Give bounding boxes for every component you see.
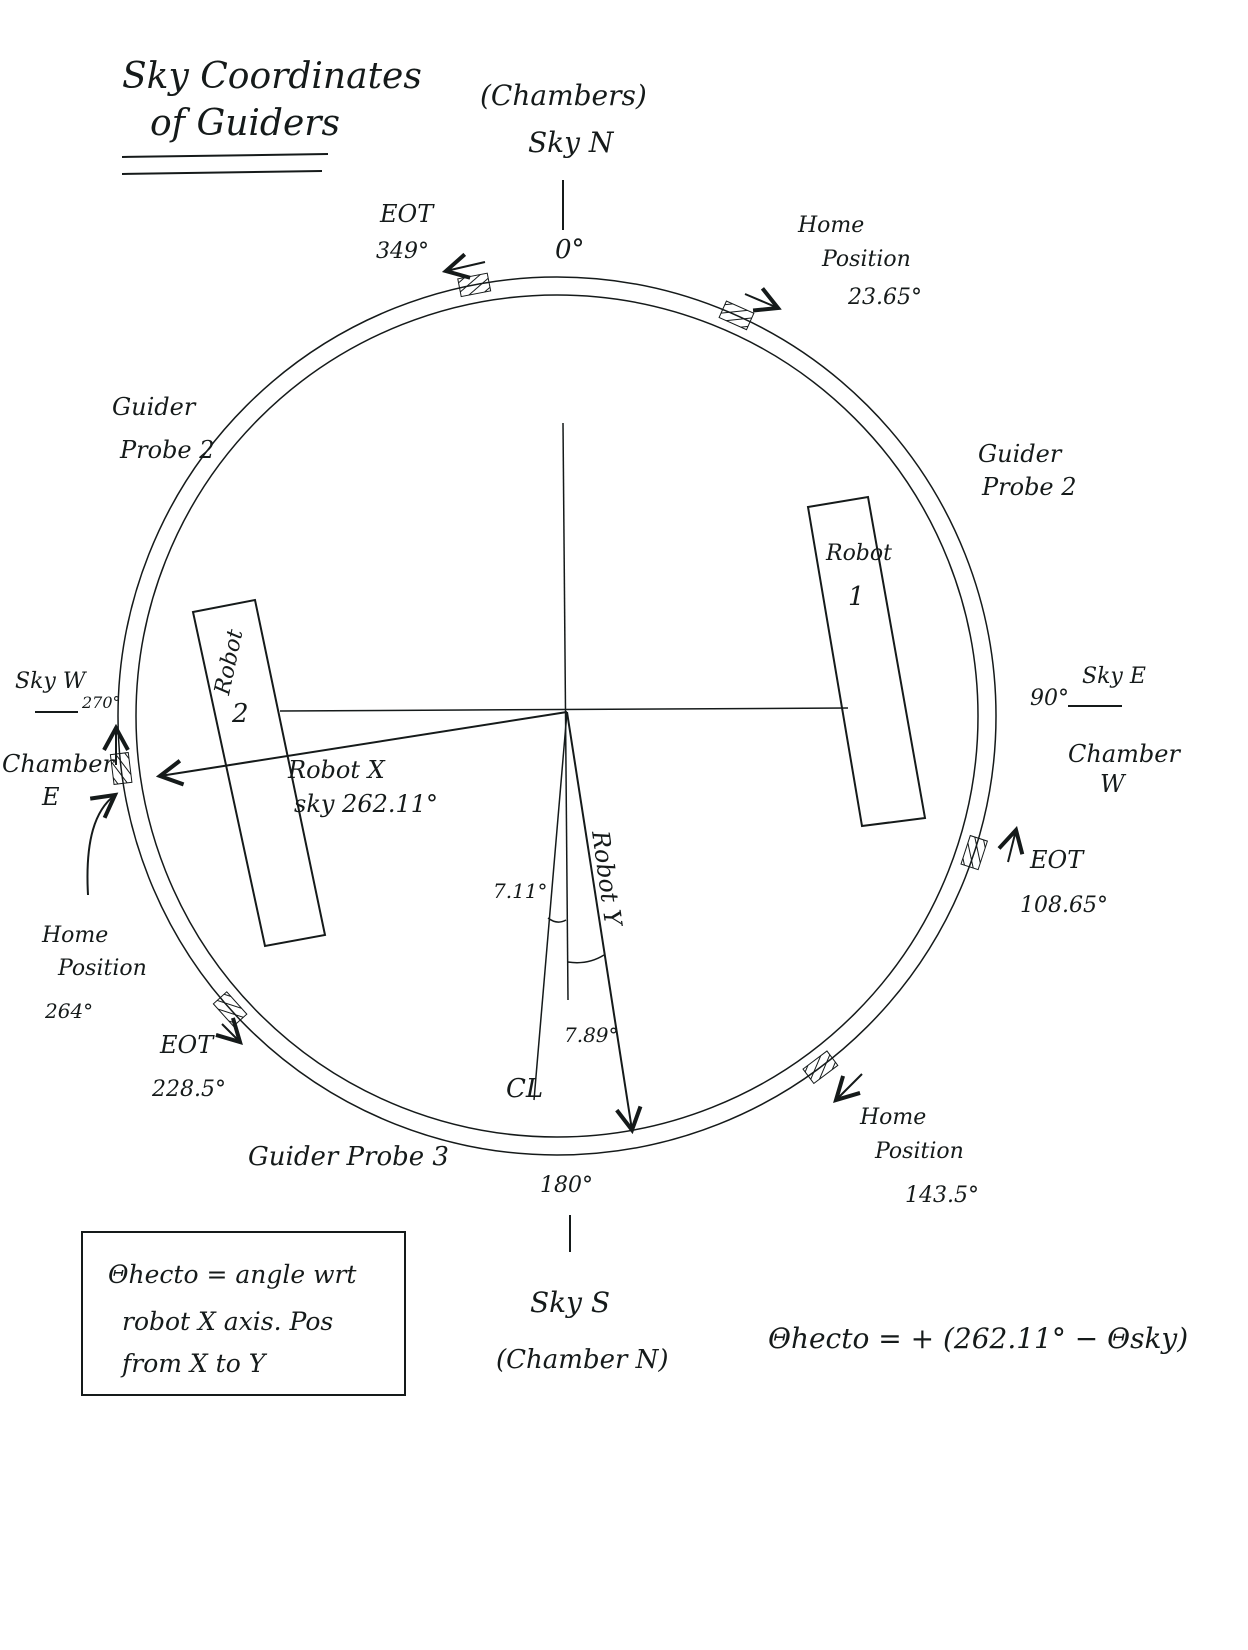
home-23-arrow — [744, 294, 778, 308]
angle-y-value: 7.89° — [564, 1023, 619, 1047]
home-23-line2: Position — [821, 247, 911, 272]
robot-y-arrow — [566, 711, 632, 1130]
home-264-arrow — [86, 795, 115, 896]
south-angle: 180° — [540, 1173, 593, 1198]
guider-probe-2-left-line1: Guider — [112, 393, 197, 421]
horizontal-axis — [279, 707, 849, 712]
guider-probe-2-right-line1: Guider — [978, 440, 1063, 468]
east-chamber-line2: W — [1100, 770, 1127, 798]
home-143-marker — [802, 1050, 839, 1085]
title-underline-2 — [121, 170, 323, 175]
eot-228-value: 228.5° — [151, 1077, 226, 1102]
home-264-value: 264° — [44, 999, 93, 1023]
definition-line1: Θhecto = angle wrt — [108, 1260, 357, 1289]
title-line1: Sky Coordinates — [122, 56, 422, 97]
east-chamber-line1: Chamber — [1068, 740, 1181, 768]
home-23-value: 23.65° — [847, 285, 922, 310]
guider-probe-3-label: Guider Probe 3 — [248, 1142, 449, 1172]
west-angle: 270° — [81, 693, 121, 712]
eot-228-label: EOT — [159, 1031, 215, 1059]
north-angle: 0° — [555, 235, 585, 265]
eot-108-label: EOT — [1029, 846, 1085, 874]
angle-y-arc — [567, 954, 605, 964]
east-angle: 90° — [1030, 686, 1069, 711]
title-line2: of Guiders — [150, 103, 340, 144]
inner-ring — [135, 294, 979, 1138]
robot-x-sky-angle: sky 262.11° — [294, 790, 438, 818]
angle-cl-arc — [547, 917, 567, 923]
home-143-line2: Position — [874, 1139, 964, 1164]
home-264-line1: Home — [41, 923, 108, 948]
robot-2-line1: Robot — [210, 627, 248, 698]
angle-cl-value: 7.11° — [493, 879, 548, 903]
robot-1-body — [806, 495, 927, 828]
robot-2-line2: 2 — [231, 699, 249, 729]
home-23-line1: Home — [797, 213, 864, 238]
outer-ring — [117, 276, 997, 1156]
robot-2-body — [191, 598, 327, 948]
definition-box — [81, 1231, 406, 1396]
guider-probe-2-right-line2: Probe 2 — [981, 473, 1077, 501]
eot-228-arrow — [222, 1024, 240, 1042]
cl-line — [533, 711, 568, 1101]
home-143-arrow — [836, 1073, 863, 1100]
west-chamber-line1: Chamber — [2, 750, 115, 778]
eot-349-arrow — [446, 262, 486, 271]
south-sky-label: Sky S — [530, 1286, 610, 1319]
north-sky-label: Sky N — [528, 126, 615, 159]
eot-108-value: 108.65° — [1020, 893, 1108, 918]
east-sky-label: Sky E — [1082, 664, 1146, 689]
guider-probe-2-left-line2: Probe 2 — [119, 436, 215, 464]
formula: Θhecto = + (262.11° − Θsky) — [768, 1322, 1188, 1355]
robot-x-label: Robot X — [287, 756, 386, 784]
south-chamber-label: (Chamber N) — [496, 1345, 669, 1375]
north-chamber-label: (Chambers) — [480, 79, 647, 112]
west-sky-label: Sky W — [15, 669, 88, 694]
eot-108-arrow — [1008, 830, 1016, 863]
robot-x-arrow — [160, 711, 568, 776]
definition-line3: from X to Y — [120, 1349, 268, 1378]
eot-108-marker — [960, 834, 989, 871]
robot-1-line1: Robot — [825, 541, 892, 566]
definition-line2: robot X axis. Pos — [122, 1307, 333, 1336]
robot-1-line2: 1 — [848, 582, 865, 612]
home-143-line1: Home — [859, 1105, 926, 1130]
cl-label: CL — [506, 1074, 543, 1104]
eot-349-value: 349° — [376, 239, 429, 264]
west-chamber-line2: E — [41, 783, 60, 811]
eot-349-label: EOT — [379, 200, 435, 228]
title-underline — [121, 153, 329, 158]
home-23-marker — [718, 300, 755, 331]
home-143-value: 143.5° — [905, 1183, 979, 1208]
eot-349-marker — [457, 272, 492, 298]
home-264-line2: Position — [57, 956, 147, 981]
